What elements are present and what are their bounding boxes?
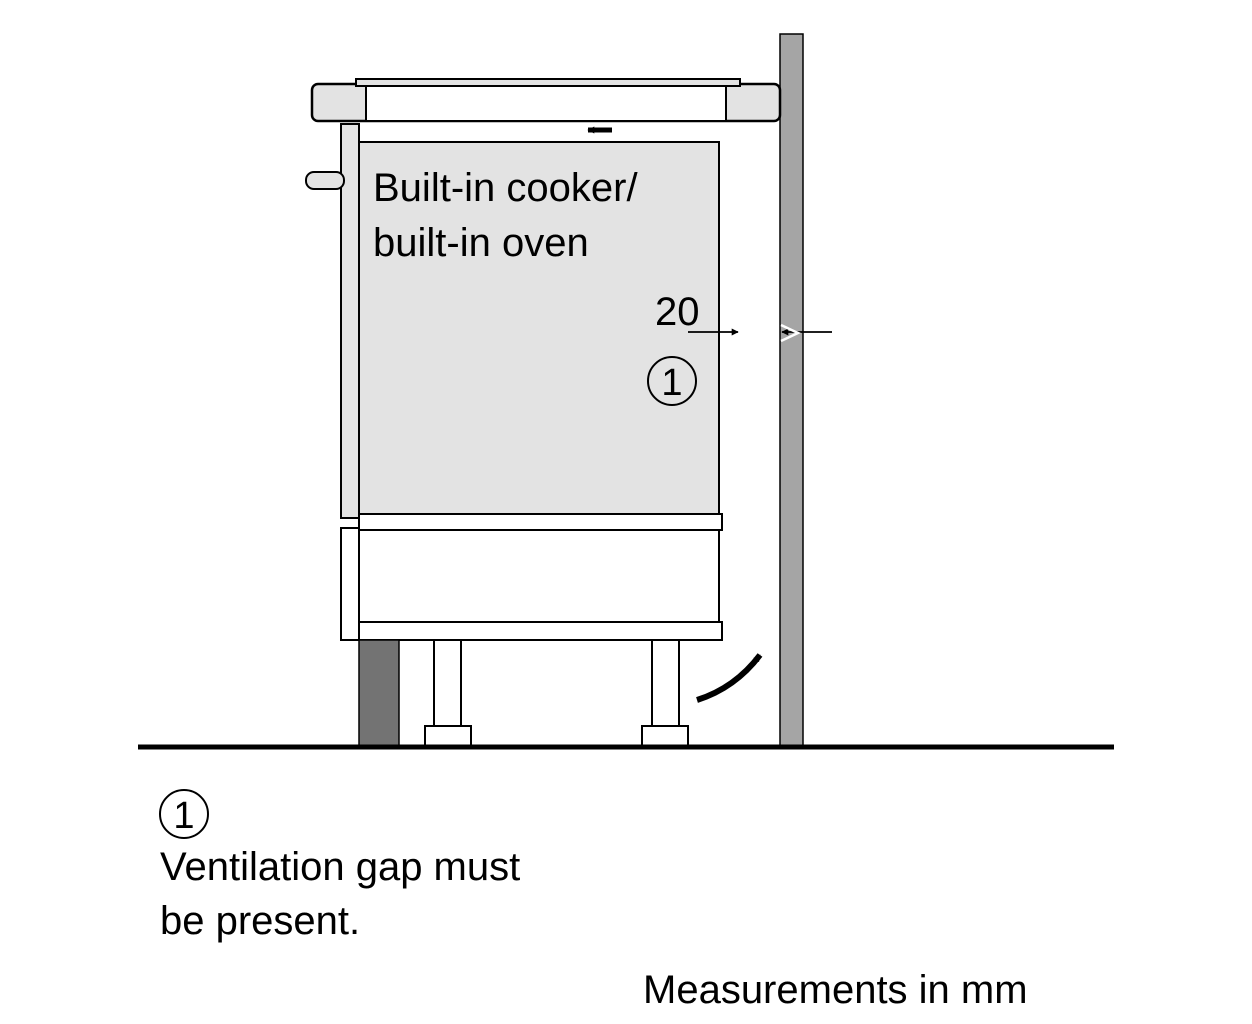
foot-left-leg (433, 639, 462, 729)
plinth (358, 639, 400, 748)
units-note: Measurements in mm (643, 968, 1028, 1012)
appliance-label-line1: Built-in cooker/ (373, 166, 638, 210)
airflow-arrow-bottom (696, 653, 763, 703)
legend-circle (159, 789, 209, 839)
oven-handle (305, 171, 345, 190)
drawer-top-rail (358, 513, 723, 531)
drawer-bottom-rail (358, 621, 723, 641)
foot-left-pad (424, 725, 472, 748)
legend-text-line1: Ventilation gap must (160, 845, 520, 889)
side-wall (779, 33, 804, 748)
legend-marker: 1 (173, 795, 194, 837)
appliance-label-line2: built-in oven (373, 221, 589, 265)
drawer-front (340, 527, 360, 641)
foot-right-leg (651, 639, 680, 729)
dimension-tick (780, 323, 801, 343)
hob-body (365, 85, 727, 122)
drawer-body (358, 529, 720, 623)
foot-right-pad (641, 725, 689, 748)
callout-marker: 1 (661, 362, 682, 404)
hob-glass (355, 78, 741, 87)
legend-text-line2: be present. (160, 899, 360, 943)
callout-circle (647, 356, 697, 406)
gap-measurement: 20 (655, 290, 700, 334)
oven-body (358, 141, 720, 517)
